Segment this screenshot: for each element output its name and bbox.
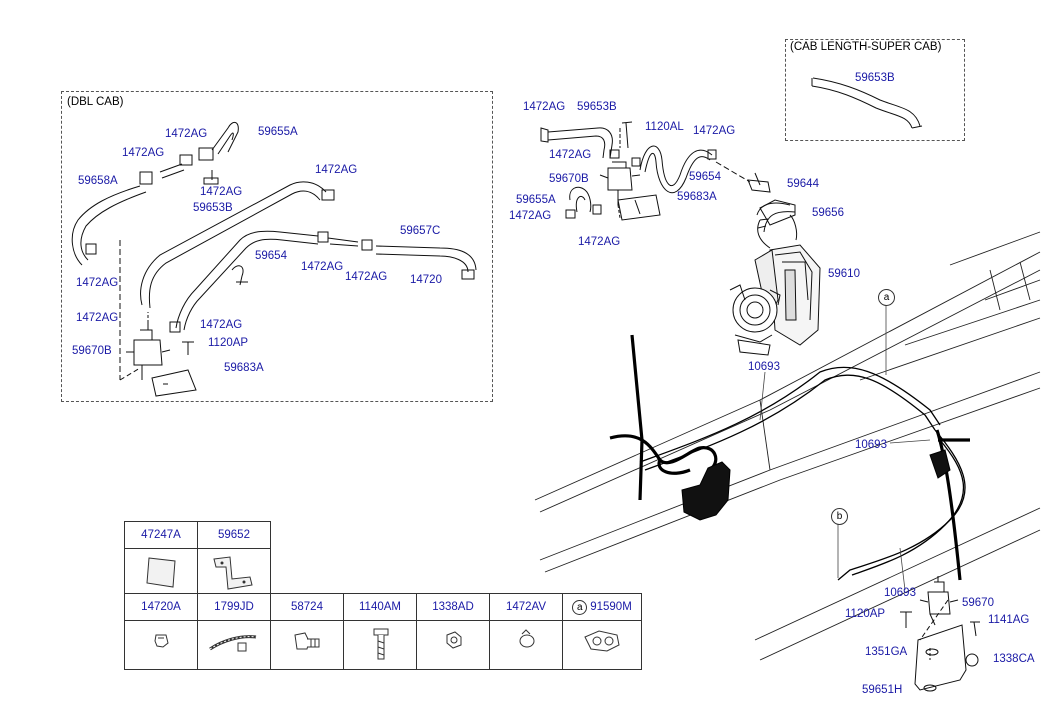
frame-rails xyxy=(534,231,1041,661)
connector-icon xyxy=(294,632,320,650)
label-10693-main-a[interactable]: 10693 xyxy=(748,361,780,373)
label-1120AP-main[interactable]: 1120AP xyxy=(845,608,886,620)
part-cell-14720A[interactable]: 14720A xyxy=(124,593,198,670)
label-1120AL-main[interactable]: 1120AL xyxy=(645,121,684,133)
label-1472AG-dbl-a[interactable]: 1472AG xyxy=(165,128,208,140)
label-59656-main[interactable]: 59656 xyxy=(812,207,844,219)
label-1472AG-dbl-f[interactable]: 1472AG xyxy=(345,271,388,283)
super-cab-title: (CAB LENGTH-SUPER CAB) xyxy=(790,41,942,53)
label-59683A-dbl[interactable]: 59683A xyxy=(224,362,264,374)
label-59658A-dbl[interactable]: 59658A xyxy=(78,175,118,187)
canister-rear xyxy=(681,449,951,521)
super-cab-box xyxy=(785,39,965,141)
part-cell-58724[interactable]: 58724 xyxy=(270,593,344,670)
label-59653B-dbl[interactable]: 59653B xyxy=(193,202,233,214)
cap-icon xyxy=(154,634,169,648)
label-59670B-dbl[interactable]: 59670B xyxy=(72,345,112,357)
label-1472AG-main-e[interactable]: 1472AG xyxy=(578,236,621,248)
label-1472AG-dbl-h[interactable]: 1472AG xyxy=(76,312,119,324)
part-code: 59652 xyxy=(198,522,270,549)
label-1472AG-dbl-b[interactable]: 1472AG xyxy=(122,147,165,159)
fuel-line-10693 xyxy=(639,366,966,581)
part-code: 1799JD xyxy=(198,594,270,621)
part-code: 1338AD xyxy=(417,594,489,621)
ref-circle-a: a xyxy=(878,289,895,306)
valve-59670-assembly xyxy=(900,576,980,692)
part-cell-59652[interactable]: 59652 xyxy=(197,521,271,599)
leader-lines xyxy=(759,305,931,591)
bracket-59644 xyxy=(747,172,771,193)
label-59654-main[interactable]: 59654 xyxy=(689,171,721,183)
part-cell-47247A[interactable]: 47247A xyxy=(124,521,198,599)
part-code: 14720A xyxy=(125,594,197,621)
part-cell-1799JD[interactable]: 1799JD xyxy=(197,593,271,670)
label-1472AG-dbl-e[interactable]: 1472AG xyxy=(301,261,344,273)
ref-circle-b: b xyxy=(831,508,848,525)
label-59655A-dbl[interactable]: 59655A xyxy=(258,126,298,138)
label-sheet-icon xyxy=(146,557,176,588)
part-code: 47247A xyxy=(125,522,197,549)
dbl-cab-title: (DBL CAB) xyxy=(67,96,124,108)
part-cell-1338AD[interactable]: 1338AD xyxy=(416,593,490,670)
label-1338CA-main[interactable]: 1338CA xyxy=(993,653,1035,665)
label-59653B-main[interactable]: 59653B xyxy=(577,101,617,113)
label-10693-main-c[interactable]: 10693 xyxy=(884,587,916,599)
label-1472AG-dbl-g[interactable]: 1472AG xyxy=(76,277,119,289)
ref-circle: a xyxy=(572,600,588,615)
bolt-icon xyxy=(373,628,389,660)
cable-tie-icon xyxy=(209,635,257,652)
label-59670-main[interactable]: 59670 xyxy=(962,597,994,609)
label-59644-main[interactable]: 59644 xyxy=(787,178,819,190)
part-code: 1140AM xyxy=(344,594,416,621)
label-1472AG-dbl-c[interactable]: 1472AG xyxy=(200,186,243,198)
label-59654-dbl[interactable]: 59654 xyxy=(255,250,287,262)
wire-harness xyxy=(609,334,970,581)
label-1351GA-main[interactable]: 1351GA xyxy=(865,646,908,658)
harness-clip-icon xyxy=(584,630,620,652)
label-59610-main[interactable]: 59610 xyxy=(828,268,860,280)
dbl-cab-assembly xyxy=(71,122,477,397)
label-59683A-main[interactable]: 59683A xyxy=(677,191,717,203)
label-59670B-main[interactable]: 59670B xyxy=(549,173,589,185)
super-cab-hose xyxy=(811,77,923,129)
dbl-cab-box xyxy=(61,91,493,402)
part-cell-1472AV[interactable]: 1472AV xyxy=(489,593,563,670)
label-1472AG-dbl-d[interactable]: 1472AG xyxy=(315,164,358,176)
part-code: 1472AV xyxy=(490,594,562,621)
label-1141AG-main[interactable]: 1141AG xyxy=(988,614,1030,626)
label-59657C-dbl[interactable]: 59657C xyxy=(400,225,441,237)
bracket-icon xyxy=(213,556,253,590)
part-code: 58724 xyxy=(271,594,343,621)
part-code: 91590M xyxy=(590,601,632,613)
middle-hose-assembly xyxy=(540,121,751,221)
label-1120AP-dbl[interactable]: 1120AP xyxy=(208,337,249,349)
hose-clamp-icon xyxy=(519,629,535,648)
label-59651H-main[interactable]: 59651H xyxy=(862,684,903,696)
hose-59656 xyxy=(756,202,796,233)
label-59655A-main[interactable]: 59655A xyxy=(516,194,556,206)
label-14720-dbl[interactable]: 14720 xyxy=(410,274,442,286)
nut-icon xyxy=(446,631,462,649)
label-1472AG-main-a[interactable]: 1472AG xyxy=(523,101,566,113)
part-cell-1140AM[interactable]: 1140AM xyxy=(343,593,417,670)
label-1472AG-main-b[interactable]: 1472AG xyxy=(693,125,736,137)
label-59653B-supercab[interactable]: 59653B xyxy=(855,72,895,84)
label-1472AG-main-d[interactable]: 1472AG xyxy=(509,210,552,222)
label-10693-main-b[interactable]: 10693 xyxy=(855,439,887,451)
label-1472AG-main-c[interactable]: 1472AG xyxy=(549,149,592,161)
label-1472AG-dbl-i[interactable]: 1472AG xyxy=(200,319,243,331)
throttle-body-59610 xyxy=(729,199,821,356)
